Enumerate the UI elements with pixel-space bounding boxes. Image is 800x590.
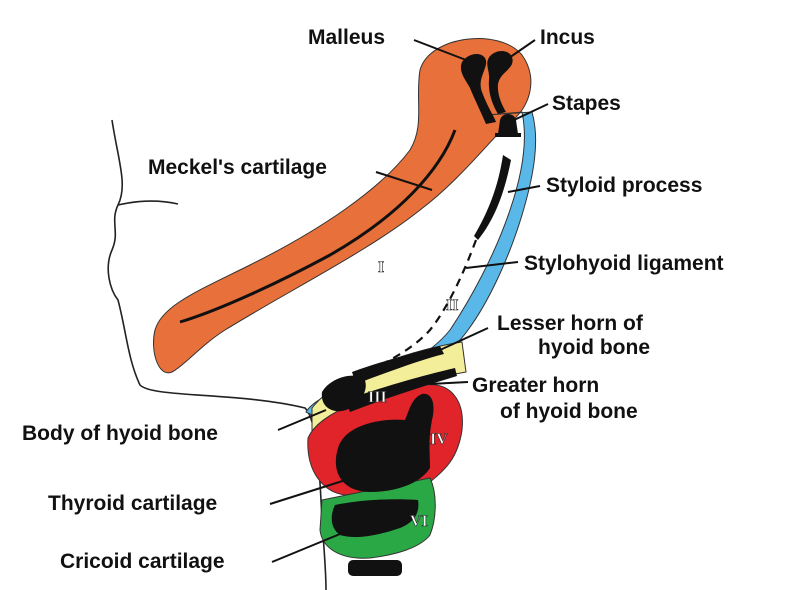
leader-greater-horn bbox=[429, 381, 469, 385]
leader-cricoid-cartilage bbox=[271, 533, 341, 563]
label-styloid-process: Styloid process bbox=[546, 174, 702, 197]
leader-stapes bbox=[513, 103, 549, 121]
styloid-process-bone bbox=[474, 155, 511, 240]
lesser-horn-bone bbox=[352, 346, 444, 384]
stylohyoid-ligament-line bbox=[351, 239, 478, 380]
label-body-of-hyoid: Body of hyoid bone bbox=[22, 422, 218, 445]
label-incus: Incus bbox=[540, 26, 595, 49]
malleus-bone bbox=[460, 53, 496, 124]
cricoid-cartilage-bone bbox=[331, 499, 419, 538]
arch-numeral-third: III bbox=[368, 389, 387, 406]
arch-numeral-second: II bbox=[446, 297, 458, 314]
face-profile-outline bbox=[107, 119, 327, 590]
label-malleus: Malleus bbox=[308, 26, 385, 49]
leader-body-of-hyoid bbox=[277, 409, 327, 431]
label-greater-horn-line1: Greater horn bbox=[472, 374, 599, 397]
leader-incus bbox=[505, 39, 536, 61]
stapes-footplate bbox=[495, 133, 521, 137]
meckels-cartilage-core bbox=[179, 129, 457, 324]
leader-malleus bbox=[413, 39, 467, 61]
leader-lines bbox=[269, 39, 549, 563]
arch-numeral-fourth: IV bbox=[430, 431, 448, 448]
label-greater-horn-line2: of hyoid bone bbox=[500, 400, 638, 423]
leader-stylohyoid-ligament bbox=[465, 261, 519, 269]
label-lesser-horn-line1: Lesser horn of bbox=[497, 312, 644, 335]
label-stapes: Stapes bbox=[552, 92, 621, 115]
thyroid-cartilage-bone bbox=[335, 393, 434, 492]
leader-thyroid-cartilage bbox=[269, 477, 353, 505]
first-arch-meckels-cartilage bbox=[153, 38, 532, 374]
greater-horn-bone bbox=[345, 368, 457, 412]
incus-bone bbox=[487, 50, 513, 114]
face-profile-brow-line bbox=[117, 200, 179, 206]
label-cricoid-cartilage: Cricoid cartilage bbox=[60, 550, 225, 573]
leader-lesser-horn bbox=[439, 327, 489, 351]
arch-numeral-sixth: VI bbox=[410, 513, 428, 530]
label-meckels-cartilage: Meckel's cartilage bbox=[148, 156, 327, 179]
label-stylohyoid-ligament: Stylohyoid ligament bbox=[524, 252, 724, 275]
label-lesser-horn-line2: hyoid bone bbox=[538, 336, 650, 359]
tracheal-ring bbox=[348, 560, 402, 576]
bony-elements bbox=[321, 50, 521, 576]
leader-styloid-process bbox=[507, 185, 541, 193]
label-thyroid-cartilage: Thyroid cartilage bbox=[48, 492, 217, 515]
leader-meckels-cartilage bbox=[375, 171, 433, 191]
arch-numeral-first: I bbox=[378, 259, 384, 276]
stapes-bone bbox=[498, 114, 518, 134]
